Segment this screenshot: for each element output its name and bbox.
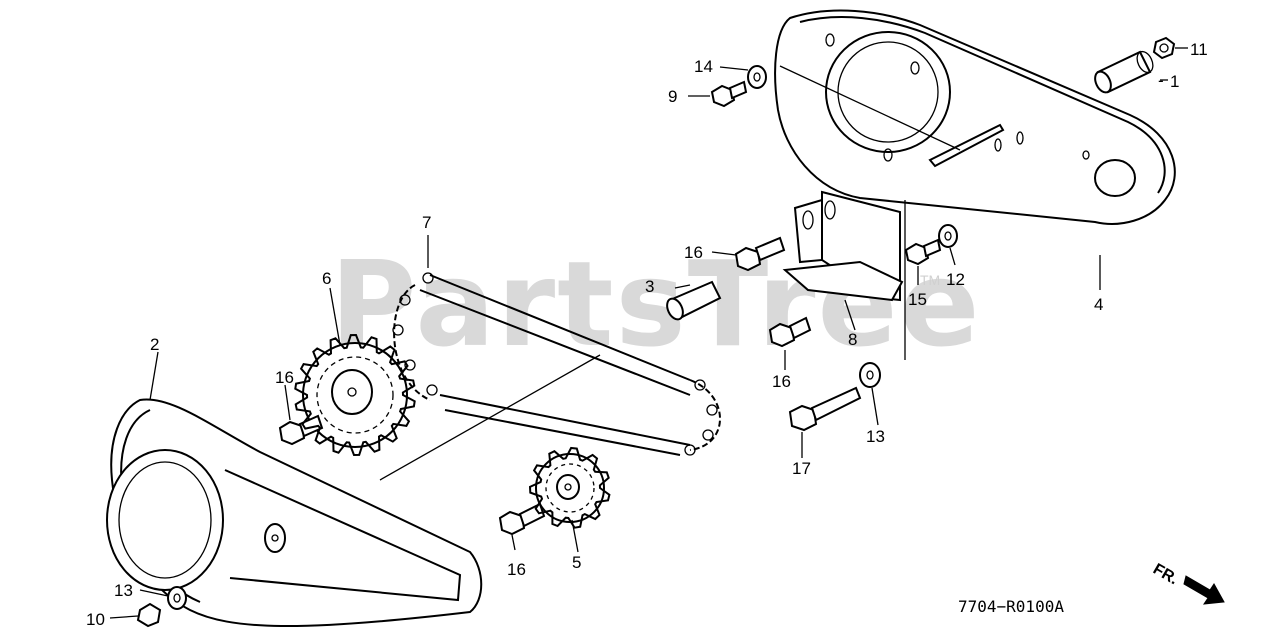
lower-chain-case[interactable] [106,398,483,628]
cap-nut-10[interactable] [136,602,162,628]
callout-1: 1 [1170,72,1179,91]
callout-2: 2 [150,335,159,354]
washer-14[interactable] [747,65,767,89]
callout-16-d: 16 [772,372,791,391]
washer-13-left[interactable] [167,586,187,610]
small-sprocket-teeth [528,446,611,529]
callout-10: 10 [86,610,105,629]
callout-13-left: 13 [114,581,133,600]
watermark-tm: TM [920,272,940,288]
callout-16-a: 16 [684,243,703,262]
bracket[interactable] [782,190,904,302]
cap-nut[interactable] [1152,36,1176,60]
large-sprocket-teeth [294,333,416,457]
callout-labels: 11 - 1 14 9 16 3 7 6 2 16 16 5 4 8 12 15… [86,40,1208,629]
callout-6: 6 [322,269,331,288]
callout-9: 9 [668,87,677,106]
callout-17: 17 [792,459,811,478]
collar[interactable] [664,280,722,322]
long-bolt-17[interactable] [788,386,862,432]
callout-11: 11 [1190,40,1208,59]
callout-15: 15 [908,290,927,309]
roller-chain[interactable] [392,272,721,456]
callout-13-right: 13 [866,427,885,446]
callout-16-b: 16 [275,368,294,387]
callout-3: 3 [645,277,654,296]
flange-bolt-15[interactable] [904,238,942,266]
callout-1-dash: - [1158,71,1164,90]
spacer-pipe[interactable] [1092,49,1156,95]
large-sprocket[interactable] [302,342,408,448]
callout-8: 8 [848,330,857,349]
callout-12: 12 [946,270,965,289]
leader-lines [109,47,1188,619]
flange-bolt-16-bracket[interactable] [768,316,812,348]
front-direction-indicator: FR. [1150,561,1225,605]
direction-arrow-icon [1183,575,1225,605]
callout-14: 14 [694,57,713,76]
callout-4: 4 [1094,295,1103,314]
washer-13-right[interactable] [859,362,881,388]
direction-label: FR. [1150,561,1181,589]
upper-chain-case[interactable] [774,9,1176,225]
small-sprocket[interactable] [535,453,605,523]
callout-7: 7 [422,213,431,232]
flange-bolt-16-sprocket-large[interactable] [278,414,324,446]
callout-16-c: 16 [507,560,526,579]
flange-bolt-16-upper[interactable] [734,236,786,272]
flange-bolt-16-sprocket-small[interactable] [498,502,546,536]
callout-5: 5 [572,553,581,572]
diagram-code: 7704−R0100A [958,597,1064,616]
washer-12[interactable] [938,224,958,248]
flange-bolt-9[interactable] [710,80,748,108]
